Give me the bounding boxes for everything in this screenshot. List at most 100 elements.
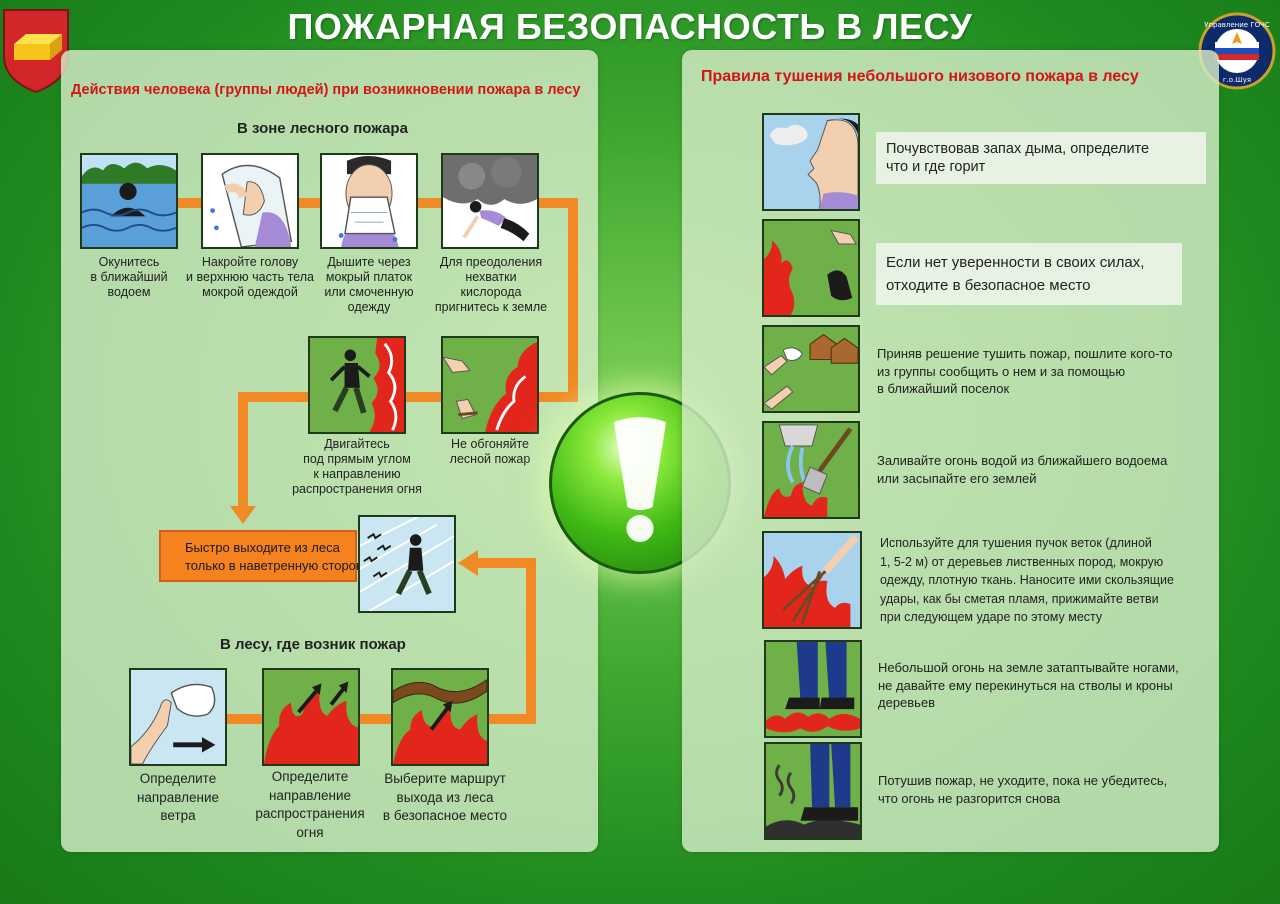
coat-of-arms-icon [0,4,72,94]
caption-line: Выберите маршрут [384,771,506,786]
rule-line: одежду, плотную ткань. Наносите ими скол… [880,573,1174,587]
send-for-help-icon [762,325,860,413]
arrow-left-icon [458,550,478,576]
rule-line: не давайте ему перекинуться на стволы и … [878,677,1173,693]
rule-line: удары, как бы сметая пламя, прижимайте в… [880,591,1159,606]
caption-line: пригнитесь к земле [434,300,548,314]
rule-line: при следующем ударе по этому месту [880,610,1103,624]
section-title-fire-zone: В зоне лесного пожара [237,120,408,137]
caption-line: и верхнюю часть тела [186,270,314,284]
rule-line: из группы сообщить о нем и за помощью [877,363,1126,379]
exit-windward-box: Быстро выходите из леса только в наветре… [159,530,370,582]
wet-handkerchief-icon [320,153,418,249]
rule-line: в ближайший поселок [877,381,1010,396]
rule-text-branches: Используйте для тушения пучок веток (дли… [880,534,1214,627]
rule-text-water-soil: Заливайте огонь водой из ближайшего водо… [877,452,1213,487]
stomp-fire-icon [764,640,862,738]
caption-line: под прямым углом [303,452,411,466]
caption-line: ветра [160,808,196,823]
arrow-down-icon [230,506,256,524]
exit-line-1: Быстро выходите из леса [185,540,340,555]
flow-line [526,558,536,724]
caption-line: Дышите через [327,255,411,269]
flow-line [238,392,578,402]
right-panel-title: Правила тушения небольшого низового пожа… [701,68,1139,85]
caption-line: Не обгоняйте [451,437,529,451]
logo-top-text: Управление ГОЧС [1204,21,1270,29]
caption-line: нехватки [465,270,517,284]
rule-line: деревьев [878,695,936,710]
logo-bottom-text: г.о.Шуя [1223,76,1251,84]
branch-beat-icon [762,531,862,629]
flow-line [226,714,536,724]
rule-line: Приняв решение тушить пожар, пошлите ког… [877,346,1173,361]
fire-overtake-icon [441,336,539,434]
rule-line: 1, 5-2 м) от деревьев лиственных пород, … [880,554,1164,569]
caption-line: одежду [347,300,391,314]
rule-text-send-help: Приняв решение тушить пожар, пошлите ког… [877,345,1213,398]
caption-line: распространения огня [292,482,422,496]
caption-cover-head: Накройте голову и верхнюю часть тела мок… [180,255,320,300]
wet-cloth-head-icon [201,153,299,249]
caption-line: Окунитесь [98,255,160,269]
caption-line: лесной пожар [449,452,531,466]
rule-line: Используйте для тушения пучок веток (дли… [880,536,1152,550]
rule-text-stomp: Небольшой огонь на земле затаптывайте но… [878,659,1214,712]
route-fire-icon [391,668,489,766]
caption-wind: Определите направление ветра [118,770,238,826]
caption-line: Определите [271,769,349,784]
retreat-fire-icon [762,219,860,317]
left-panel-title: Действия человека (группы людей) при воз… [71,82,581,98]
page-title: ПОЖАРНАЯ БЕЗОПАСНОСТЬ В ЛЕСУ [287,6,973,47]
rule-line: или засыпайте его землей [877,470,1037,486]
rule-line: Небольшой огонь на земле затаптывайте но… [878,660,1179,675]
caption-route: Выберите маршрут выхода из леса в безопа… [370,770,520,826]
flow-line [238,392,248,510]
water-shovel-icon [762,421,860,519]
caption-line: или смоченную [324,285,414,299]
caption-line: мокрой одеждой [202,285,298,299]
flow-line [568,198,578,402]
caption-line: распространения [255,806,365,821]
caption-line: водоем [107,285,151,299]
rule-line: Если нет уверенности в своих силах, [886,254,1145,271]
section-title-fire-forest: В лесу, где возник пожар [220,636,406,653]
exit-line-2: только в наветренную сторону [185,558,370,573]
run-perpendicular-icon [308,336,406,434]
rule-line: Потушив пожар, не уходите, пока не убеди… [878,773,1168,788]
rule-line: отходите в безопасное место [886,277,1091,294]
caption-line: в ближайший [90,270,168,284]
rule-text-smell-smoke: Почувствовав запах дыма, определите что … [876,132,1206,184]
flow-line [478,558,536,568]
caption-line: Двигайтесь [324,437,390,451]
rule-line: Заливайте огонь водой из ближайшего водо… [877,453,1168,468]
rule-text-retreat: Если нет уверенности в своих силах, отхо… [876,243,1182,305]
caption-line: мокрый платок [325,270,413,284]
crouch-smoke-icon [441,153,539,249]
rule-line: что и где горит [886,159,986,175]
wind-handkerchief-icon [129,668,227,766]
caption-perpendicular: Двигайтесь под прямым углом к направлени… [282,437,432,497]
caption-breathe: Дышите через мокрый платок или смоченную… [313,255,425,315]
caption-crouch: Для преодоления нехватки кислорода пригн… [428,255,554,315]
caption-line: Определите [139,771,217,786]
caption-line: кислорода [460,285,522,299]
swimmer-icon [80,153,178,249]
fire-direction-icon [262,668,360,766]
caption-line: Накройте голову [201,255,299,269]
caption-line: направление [136,789,220,805]
smell-smoke-icon [762,113,860,211]
rule-text-check: Потушив пожар, не уходите, пока не убеди… [878,772,1214,807]
caption-line: в безопасное место [382,808,508,823]
rule-line: что огонь не разгорится снова [878,790,1061,806]
caption-line: Для преодоления [439,255,543,269]
caption-fire-direction: Определите направление распространения о… [245,768,375,842]
caption-line: выхода из леса [396,789,494,805]
caption-line: направление [268,787,352,803]
check-embers-icon [764,742,862,840]
run-wind-birds-icon [358,515,456,613]
caption-dunk: Окунитесь в ближайший водоем [71,255,187,300]
caption-line: огня [296,824,324,840]
rule-line: Почувствовав запах дыма, определите [886,141,1150,157]
caption-no-overtake: Не обгоняйте лесной пожар [436,437,544,467]
